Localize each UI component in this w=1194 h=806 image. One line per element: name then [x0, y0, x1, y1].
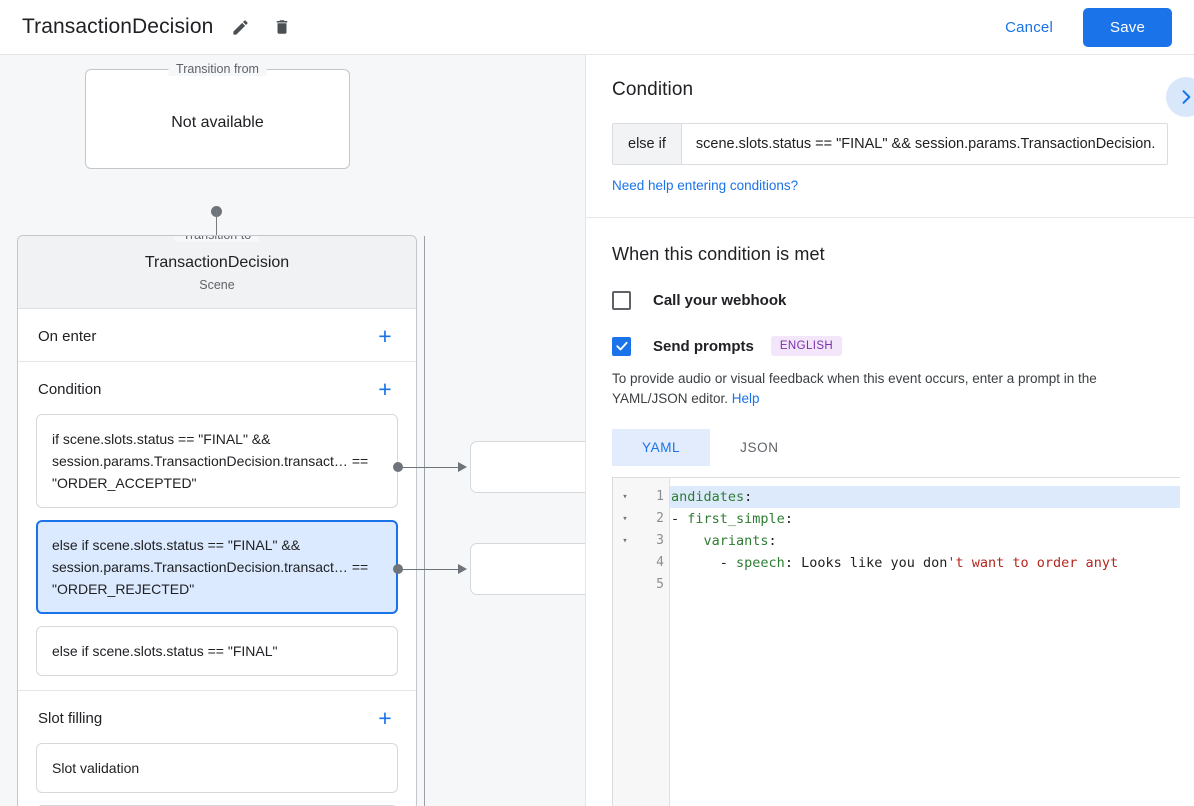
connector-rail: [424, 236, 425, 806]
trash-icon[interactable]: [267, 12, 297, 42]
editor-line-numbers: 1 2 3 4 5: [637, 478, 670, 806]
call-webhook-label: Call your webhook: [653, 292, 787, 309]
condition-out-arrow: [458, 462, 467, 472]
section-title-on-enter: On enter: [38, 327, 97, 345]
app-header: TransactionDecision Cancel Save: [0, 0, 1194, 55]
prompts-hint-text: To provide audio or visual feedback when…: [612, 371, 1097, 406]
scene-graph-canvas: Transition from Not available Transition…: [0, 55, 585, 806]
scene-kind: Scene: [199, 278, 235, 292]
section-slot-filling: Slot filling + Slot validation: [18, 691, 416, 806]
cancel-button[interactable]: Cancel: [991, 10, 1067, 45]
language-badge: ENGLISH: [770, 336, 843, 356]
code-token: 't want to order anyt: [947, 555, 1119, 571]
editor-format-tabs: YAML JSON: [612, 429, 1168, 466]
panel-heading: Condition: [612, 79, 694, 100]
condition-item-selected[interactable]: else if scene.slots.status == "FINAL" &&…: [36, 520, 398, 614]
plus-icon-on-enter[interactable]: +: [378, 323, 392, 349]
scene-name: TransactionDecision: [144, 254, 290, 271]
condition-out-line: [398, 467, 460, 468]
condition-help-link[interactable]: Need help entering conditions?: [612, 178, 799, 193]
code-token: Looks like you don: [801, 555, 948, 571]
code-token: :: [768, 533, 777, 549]
prompts-help-link[interactable]: Help: [731, 391, 760, 406]
code-line: andidates:: [670, 486, 1180, 508]
code-token: andidates: [671, 489, 745, 505]
tab-yaml[interactable]: YAML: [612, 429, 711, 466]
code-token: :: [784, 555, 802, 571]
section-title-condition: Condition: [38, 380, 102, 398]
chevron-right-icon[interactable]: [1166, 77, 1194, 117]
webhook-row: Call your webhook: [612, 291, 1168, 310]
code-token: :: [784, 511, 793, 527]
condition-item[interactable]: else if scene.slots.status == "FINAL": [36, 626, 398, 676]
transition-to-card: Transition to TransactionDecision Scene …: [17, 235, 417, 806]
line-number: 4: [656, 555, 664, 570]
code-line: variants:: [670, 530, 1180, 552]
condition-editor-row: else if scene.slots.status == "FINAL" &&…: [612, 123, 1168, 165]
call-webhook-checkbox[interactable]: [612, 291, 631, 310]
code-token: -: [671, 511, 688, 527]
slot-filling-list: Slot validation: [18, 743, 416, 806]
page-title: TransactionDecision: [22, 15, 214, 38]
slot-validation-item[interactable]: Slot validation: [36, 743, 398, 793]
condition-out-arrow: [458, 564, 467, 574]
condition-target-box[interactable]: [470, 543, 585, 595]
line-number: 1: [656, 489, 664, 504]
section-header: Condition +: [18, 362, 416, 414]
line-number: 3: [656, 533, 664, 548]
fold-toggle-icon[interactable]: ▾: [622, 536, 628, 546]
condition-out-line: [398, 569, 460, 570]
section-header: On enter +: [18, 309, 416, 361]
code-line: - first_simple:: [670, 508, 1180, 530]
section-title-slot-filling: Slot filling: [38, 709, 103, 727]
condition-list: if scene.slots.status == "FINAL" && sess…: [18, 414, 416, 690]
transition-from-box: Transition from Not available: [85, 62, 350, 169]
yaml-editor[interactable]: ▾ ▾ ▾ 1 2 3 4 5 andidates:- first_simple…: [612, 477, 1180, 806]
fold-toggle-icon[interactable]: ▾: [622, 514, 628, 524]
send-prompts-checkbox[interactable]: [612, 336, 631, 356]
code-line: - speech: Looks like you don't want to o…: [670, 552, 1180, 574]
code-token: -: [671, 555, 737, 571]
code-token: [671, 533, 704, 549]
condition-target-box[interactable]: [470, 441, 585, 493]
transition-to-legend: Transition to: [174, 236, 260, 242]
prompts-hint: To provide audio or visual feedback when…: [612, 369, 1168, 409]
fold-toggle-icon[interactable]: ▾: [622, 492, 628, 502]
code-token: :: [744, 489, 753, 505]
editor-fold-gutter: ▾ ▾ ▾: [613, 478, 637, 806]
line-number: 2: [656, 511, 664, 526]
plus-icon-condition[interactable]: +: [378, 376, 392, 402]
send-prompts-label: Send prompts: [653, 337, 754, 355]
editor-code-area[interactable]: andidates:- first_simple: variants: - sp…: [670, 478, 1180, 806]
section-condition: Condition + if scene.slots.status == "FI…: [18, 362, 416, 691]
tab-json[interactable]: JSON: [740, 440, 779, 455]
panel-header: Condition else if scene.slots.status == …: [586, 55, 1194, 218]
condition-input[interactable]: scene.slots.status == "FINAL" && session…: [680, 123, 1168, 165]
condition-item[interactable]: if scene.slots.status == "FINAL" && sess…: [36, 414, 398, 508]
when-condition-met-heading: When this condition is met: [612, 244, 825, 264]
condition-prefix: else if: [612, 123, 681, 165]
condition-detail-panel: Condition else if scene.slots.status == …: [585, 55, 1194, 806]
save-button[interactable]: Save: [1083, 7, 1172, 47]
pencil-icon[interactable]: [225, 12, 255, 42]
section-header: Slot filling +: [18, 691, 416, 743]
code-token: speech: [736, 555, 785, 571]
plus-icon-slot-filling[interactable]: +: [378, 705, 392, 731]
section-on-enter: On enter +: [18, 309, 416, 362]
transition-from-value: Not available: [171, 114, 264, 131]
code-line: [670, 574, 1180, 596]
code-token: variants: [703, 533, 769, 549]
transition-from-legend: Transition from: [168, 62, 267, 76]
line-number: 5: [656, 577, 664, 592]
scene-header: TransactionDecision Scene: [18, 236, 416, 309]
panel-body: When this condition is met Call your web…: [586, 218, 1194, 806]
send-prompts-row: Send prompts ENGLISH: [612, 336, 1168, 356]
code-token: first_simple: [687, 511, 785, 527]
